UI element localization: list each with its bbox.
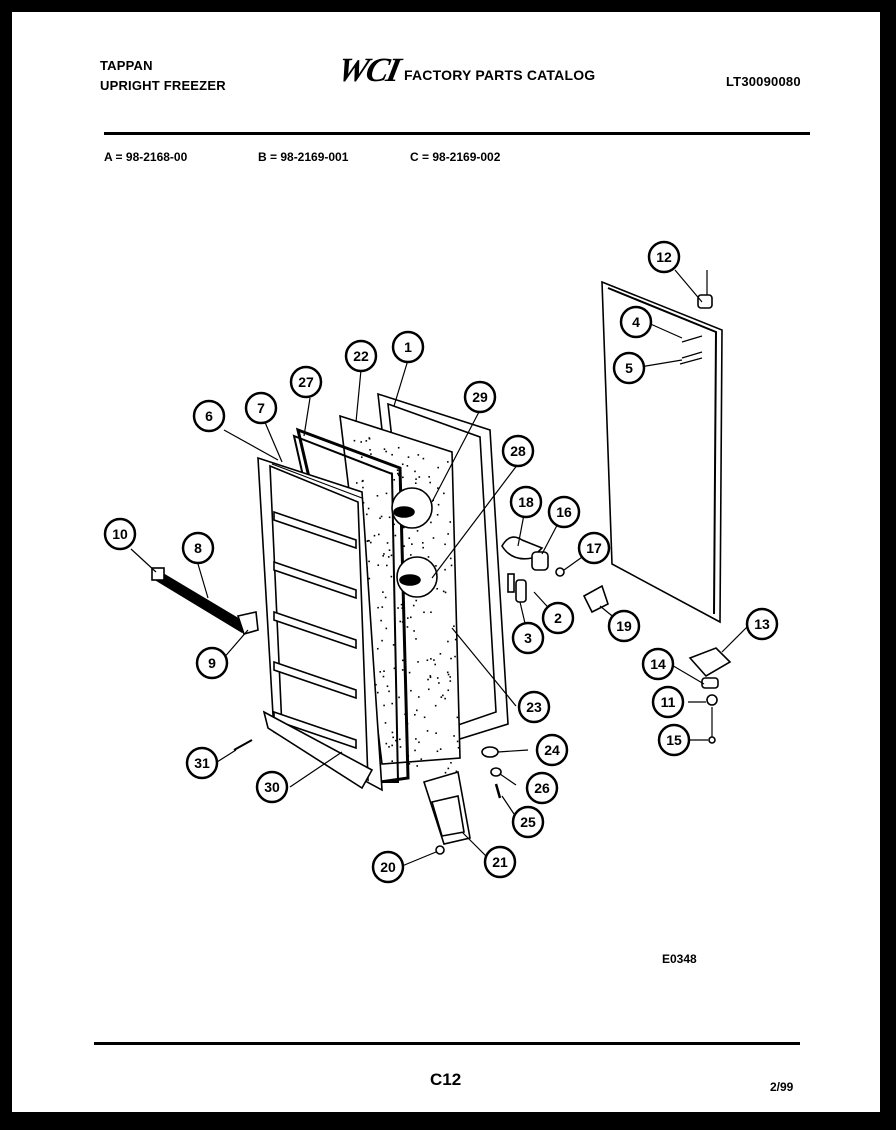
callout-2: 2 xyxy=(541,601,575,635)
screw-parts xyxy=(435,746,502,855)
leader-lines xyxy=(130,269,749,867)
brand-name: TAPPAN xyxy=(100,58,153,73)
handle-bar-part xyxy=(151,567,259,635)
callout-16: 16 xyxy=(547,495,581,529)
toe-grille-part xyxy=(422,770,471,845)
callout-10: 10 xyxy=(103,517,137,551)
callout-15: 15 xyxy=(657,723,691,757)
callout-label: 10 xyxy=(112,526,128,542)
callout-label: 24 xyxy=(544,742,560,758)
door-shelf xyxy=(273,660,357,700)
page-number: C12 xyxy=(430,1070,462,1089)
callout-label: 9 xyxy=(208,655,216,671)
callout-label: 3 xyxy=(524,630,532,646)
callout-label: 15 xyxy=(666,732,682,748)
footer-rule xyxy=(94,1042,800,1045)
callout-label: 21 xyxy=(492,854,508,870)
callout-28: 28 xyxy=(501,434,535,468)
model-c-label: C = 98-2169-002 xyxy=(410,150,501,164)
callout-14: 14 xyxy=(641,647,675,681)
callout-label: 16 xyxy=(556,504,572,520)
hinge-assembly-parts xyxy=(501,536,609,614)
callout-label: 23 xyxy=(526,699,542,715)
inner-door-liner-part xyxy=(257,456,383,792)
model-b-label: B = 98-2169-001 xyxy=(258,150,349,164)
callout-label: 25 xyxy=(520,814,536,830)
callout-label: 20 xyxy=(380,859,396,875)
model-code: LT30090080 xyxy=(726,74,801,89)
callout-label: 22 xyxy=(353,348,369,364)
exploded-parts-diagram: 1245221272976281816171082319139141123152… xyxy=(103,240,779,966)
callout-6: 6 xyxy=(192,399,226,433)
door-shelf xyxy=(273,560,357,600)
callout-5: 5 xyxy=(612,351,646,385)
callout-27: 27 xyxy=(289,365,323,399)
callout-label: 14 xyxy=(650,656,666,672)
label-circles xyxy=(391,487,438,598)
model-a-label: A = 98-2168-00 xyxy=(104,150,188,164)
callout-21: 21 xyxy=(483,845,517,879)
callout-31: 31 xyxy=(185,746,219,780)
lower-hinge-parts xyxy=(688,647,732,744)
callout-26: 26 xyxy=(525,771,559,805)
callout-24: 24 xyxy=(535,733,569,767)
callout-8: 8 xyxy=(181,531,215,565)
callout-label: 7 xyxy=(257,400,265,416)
callout-19: 19 xyxy=(607,609,641,643)
callout-4: 4 xyxy=(619,305,653,339)
callout-23: 23 xyxy=(517,690,551,724)
callout-label: 27 xyxy=(298,374,314,390)
callout-label: 29 xyxy=(472,389,488,405)
callout-label: 8 xyxy=(194,540,202,556)
callout-1: 1 xyxy=(391,330,425,364)
callout-7: 7 xyxy=(244,391,278,425)
catalog-page: TAPPAN UPRIGHT FREEZER WCI FACTORY PARTS… xyxy=(12,12,880,1112)
hinge-pin-part xyxy=(697,270,713,309)
callout-29: 29 xyxy=(463,380,497,414)
header-rule xyxy=(104,132,810,135)
outer-door-panel xyxy=(601,280,723,624)
screw-31-part xyxy=(233,739,253,751)
callout-label: 30 xyxy=(264,779,280,795)
callout-label: 4 xyxy=(632,314,640,330)
callout-label: 31 xyxy=(194,755,210,771)
callout-label: 5 xyxy=(625,360,633,376)
callout-3: 3 xyxy=(511,621,545,655)
door-shelf xyxy=(273,610,357,650)
callout-label: 19 xyxy=(616,618,632,634)
callout-label: 2 xyxy=(554,610,562,626)
callout-20: 20 xyxy=(371,850,405,884)
product-name: UPRIGHT FREEZER xyxy=(100,78,226,93)
callout-label: 28 xyxy=(510,443,526,459)
callout-25: 25 xyxy=(511,805,545,839)
catalog-title: FACTORY PARTS CATALOG xyxy=(404,67,596,83)
callout-9: 9 xyxy=(195,646,229,680)
callout-12: 12 xyxy=(647,240,681,274)
callout-label: 17 xyxy=(586,540,602,556)
revision-date: 2/99 xyxy=(770,1080,794,1094)
callout-label: 12 xyxy=(656,249,672,265)
drawing-code: E0348 xyxy=(662,952,697,966)
callout-22: 22 xyxy=(344,339,378,373)
callout-30: 30 xyxy=(255,770,289,804)
callout-11: 11 xyxy=(651,685,685,719)
callout-17: 17 xyxy=(577,531,611,565)
callout-13: 13 xyxy=(745,607,779,641)
callout-label: 26 xyxy=(534,780,550,796)
callout-label: 11 xyxy=(661,694,676,710)
callout-label: 1 xyxy=(404,339,412,355)
callout-label: 13 xyxy=(754,616,770,632)
callout-label: 18 xyxy=(518,494,534,510)
callout-18: 18 xyxy=(509,485,543,519)
door-shelf xyxy=(273,510,357,550)
callout-label: 6 xyxy=(205,408,213,424)
